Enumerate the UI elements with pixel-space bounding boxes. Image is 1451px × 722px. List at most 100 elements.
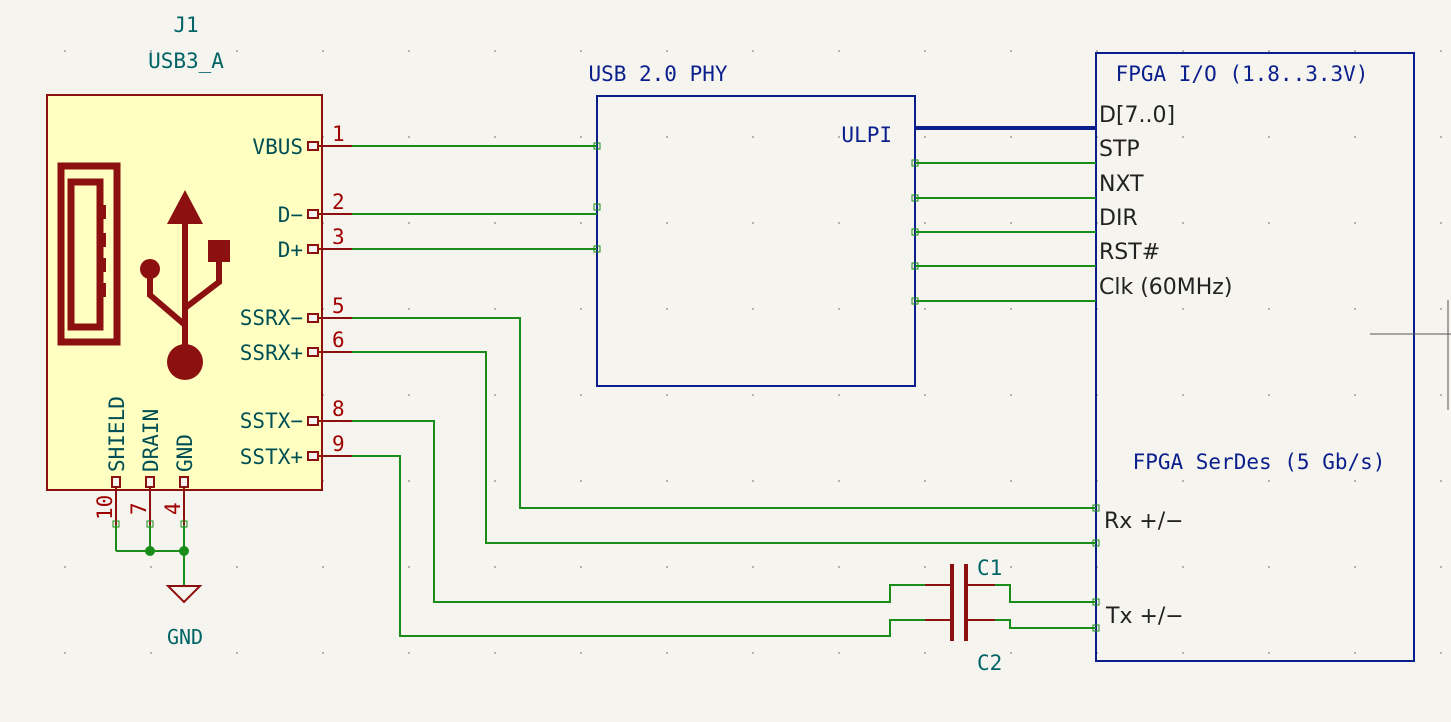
grid-dot [580, 652, 582, 654]
grid-dot [1010, 50, 1012, 52]
pin-name: SHIELD [105, 396, 129, 472]
junction-dot [145, 546, 155, 556]
fpga-signal-nxt: NXT [1099, 172, 1144, 197]
grid-dot [838, 50, 840, 52]
pin-sstx-plus[interactable]: SSTX+ 9 [240, 432, 352, 469]
grid-dot [64, 652, 66, 654]
grid-dot [236, 652, 238, 654]
grid-dot [1440, 480, 1442, 482]
pin-ssrx-plus[interactable]: SSRX+ 6 [240, 328, 352, 365]
grid-dot [1354, 652, 1356, 654]
grid-dot [408, 136, 410, 138]
grid-dot [838, 394, 840, 396]
grid-dot [924, 566, 926, 568]
grid-dot [408, 394, 410, 396]
grid-dot [1268, 308, 1270, 310]
grid-dot [1268, 222, 1270, 224]
junction-dot [179, 546, 189, 556]
capacitor-c2[interactable]: C2 [925, 599, 1002, 675]
grid-dot [924, 308, 926, 310]
pin-sstx-minus[interactable]: SSTX− 8 [240, 397, 352, 433]
grid-dot [1354, 222, 1356, 224]
grid-dot [1440, 652, 1442, 654]
pin-drain[interactable]: DRAIN 7 [127, 409, 163, 525]
grid-dot [1182, 394, 1184, 396]
phy-title: USB 2.0 PHY [588, 62, 727, 86]
grid-dot [838, 308, 840, 310]
grid-dot [752, 50, 754, 52]
grid-dot [408, 566, 410, 568]
grid-dot [838, 480, 840, 482]
grid-dot [1354, 50, 1356, 52]
grid-dot [924, 480, 926, 482]
grid-dot [1354, 566, 1356, 568]
pin-d-minus[interactable]: D− 2 [278, 190, 352, 227]
grid-dot [1182, 136, 1184, 138]
grid-dot [408, 308, 410, 310]
pin-gnd[interactable]: GND 4 [161, 434, 197, 525]
grid-dot [494, 222, 496, 224]
grid-dot [408, 480, 410, 482]
usb3-connector-j1[interactable]: J1 USB3_A [46, 13, 323, 491]
pin-ssrx-minus[interactable]: SSRX− 5 [240, 294, 352, 330]
gnd-symbol[interactable]: GND [165, 585, 203, 649]
pin-d-plus[interactable]: D+ 3 [278, 225, 352, 262]
grid-dot [580, 480, 582, 482]
grid-dot [150, 50, 152, 52]
grid-dot [666, 222, 668, 224]
pin-shield[interactable]: SHIELD 10 [93, 396, 129, 525]
fpga-io-title: FPGA I/O (1.8..3.3V) [1116, 62, 1369, 86]
grid-dot [666, 480, 668, 482]
grid-dot [322, 50, 324, 52]
grid-dot [1354, 480, 1356, 482]
grid-dot [1440, 566, 1442, 568]
fpga-signal-clk: Clk (60MHz) [1099, 275, 1232, 300]
pin-vbus[interactable]: VBUS 1 [252, 122, 352, 159]
grid-dot [838, 566, 840, 568]
grid-dot [1268, 136, 1270, 138]
grid-dot [838, 136, 840, 138]
grid-dot [666, 136, 668, 138]
grid-dot [924, 136, 926, 138]
pin-name: GND [173, 434, 197, 472]
grid-dot [1182, 308, 1184, 310]
grid-dot [494, 480, 496, 482]
grid-dot [494, 308, 496, 310]
grid-dot [666, 566, 668, 568]
grid-dot [150, 652, 152, 654]
grid-dot [1182, 652, 1184, 654]
wires [352, 126, 1100, 637]
pin-number: 1 [332, 122, 345, 146]
pin-name: SSTX− [240, 409, 303, 433]
capacitor-c1[interactable]: C1 [925, 556, 1002, 606]
grid-dot [1182, 222, 1184, 224]
grid-dot [408, 50, 410, 52]
phy-ulpi-label: ULPI [841, 123, 892, 147]
fpga-signal-stp: STP [1099, 137, 1140, 162]
wire-c1-out [995, 584, 1096, 603]
fpga-tx-label: Tx +/− [1105, 604, 1184, 629]
grid-dot [666, 50, 668, 52]
connector-ref: J1 [173, 13, 198, 37]
grid-dot [1268, 480, 1270, 482]
grid-dot [580, 136, 582, 138]
grid-dot [666, 652, 668, 654]
grid-dot [1440, 394, 1442, 396]
grid-dot [838, 222, 840, 224]
grid-dot [322, 566, 324, 568]
fpga-signal-dir: DIR [1099, 206, 1138, 231]
grid-dot [752, 566, 754, 568]
fpga-block[interactable]: FPGA I/O (1.8..3.3V) D[7..0] STP NXT DIR… [1095, 52, 1415, 662]
grid-dot [1268, 394, 1270, 396]
grid-dot [150, 566, 152, 568]
pin-number: 10 [93, 495, 117, 520]
grid-dot [1010, 222, 1012, 224]
grid-dot [924, 222, 926, 224]
usb-phy-block[interactable]: USB 2.0 PHY ULPI [588, 62, 916, 387]
pin-number: 4 [161, 502, 185, 515]
capacitor-ref: C1 [977, 556, 1002, 580]
connector-value: USB3_A [148, 49, 224, 73]
grid-dot [1354, 394, 1356, 396]
grid-dot [1268, 566, 1270, 568]
grid-dot [924, 394, 926, 396]
